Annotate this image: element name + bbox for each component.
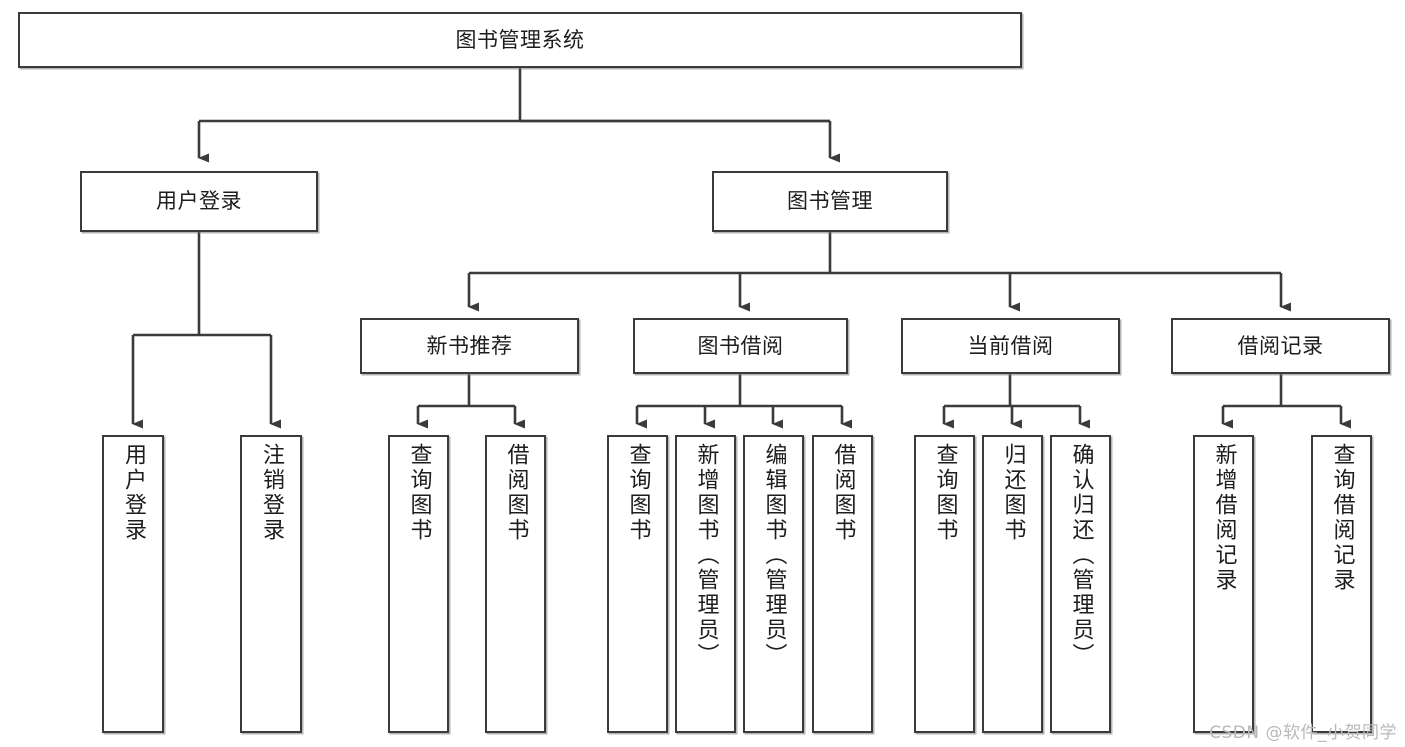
node-book-borrow-label: 图书借阅	[697, 333, 784, 358]
node-new-book-recommend-label: 新书推荐	[426, 333, 513, 358]
node-leaf-borrow-book-borrow[interactable]: 借阅图书	[812, 435, 873, 733]
node-leaf-return-book[interactable]: 归还图书	[982, 435, 1043, 733]
node-leaf-query-borrow-record[interactable]: 查询借阅记录	[1311, 435, 1372, 733]
node-root-system[interactable]: 图书管理系统	[18, 12, 1022, 68]
node-leaf-logout[interactable]: 注销登录	[240, 435, 302, 733]
node-leaf-query-borrow-record-label: 查询借阅记录	[1329, 443, 1355, 593]
node-root-system-label: 图书管理系统	[455, 27, 585, 52]
node-book-management[interactable]: 图书管理	[712, 171, 948, 232]
node-leaf-borrow-book-newbook-label: 借阅图书	[503, 443, 529, 543]
node-user-login[interactable]: 用户登录	[80, 171, 318, 232]
node-leaf-add-book-admin[interactable]: 新增图书（管理员）	[675, 435, 736, 733]
node-leaf-borrow-book-newbook[interactable]: 借阅图书	[485, 435, 546, 733]
node-borrow-record-label: 借阅记录	[1237, 333, 1324, 358]
node-leaf-add-borrow-record[interactable]: 新增借阅记录	[1193, 435, 1254, 733]
node-leaf-query-book-current-label: 查询图书	[932, 443, 958, 543]
node-borrow-record[interactable]: 借阅记录	[1171, 318, 1390, 374]
node-leaf-edit-book-admin-label: 编辑图书（管理员）	[761, 443, 787, 668]
node-leaf-add-borrow-record-label: 新增借阅记录	[1211, 443, 1237, 593]
node-leaf-query-book-borrow[interactable]: 查询图书	[607, 435, 668, 733]
node-leaf-query-book-newbook-label: 查询图书	[406, 443, 432, 543]
node-user-login-label: 用户登录	[156, 189, 242, 214]
node-new-book-recommend[interactable]: 新书推荐	[360, 318, 579, 374]
node-book-management-label: 图书管理	[787, 189, 873, 214]
node-leaf-user-login[interactable]: 用户登录	[102, 435, 164, 733]
node-book-borrow[interactable]: 图书借阅	[633, 318, 848, 374]
node-current-borrow[interactable]: 当前借阅	[901, 318, 1120, 374]
node-leaf-query-book-borrow-label: 查询图书	[625, 443, 651, 543]
node-current-borrow-label: 当前借阅	[967, 333, 1054, 358]
node-leaf-return-book-label: 归还图书	[1000, 443, 1026, 543]
node-leaf-query-book-current[interactable]: 查询图书	[914, 435, 975, 733]
node-leaf-add-book-admin-label: 新增图书（管理员）	[693, 443, 719, 668]
node-leaf-user-login-label: 用户登录	[121, 443, 146, 543]
watermark-text: CSDN @软件_小贺同学	[1209, 723, 1397, 743]
node-leaf-confirm-return-admin-label: 确认归还（管理员）	[1068, 443, 1094, 668]
node-leaf-logout-label: 注销登录	[259, 443, 284, 543]
node-leaf-borrow-book-borrow-label: 借阅图书	[830, 443, 856, 543]
node-leaf-edit-book-admin[interactable]: 编辑图书（管理员）	[743, 435, 804, 733]
node-leaf-confirm-return-admin[interactable]: 确认归还（管理员）	[1050, 435, 1111, 733]
node-leaf-query-book-newbook[interactable]: 查询图书	[388, 435, 449, 733]
